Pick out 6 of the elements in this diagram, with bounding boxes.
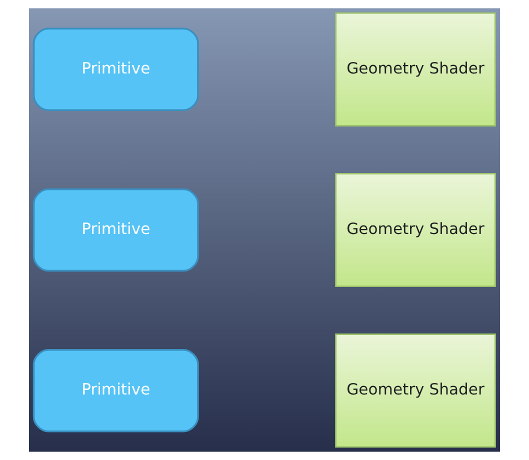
node-box: Primitive: [32, 28, 199, 112]
node-box: Primitive: [32, 188, 199, 272]
node-box: Geometry Shader: [335, 334, 496, 448]
node-box: Geometry Shader: [335, 12, 496, 126]
node-box: Geometry Shader: [335, 172, 496, 288]
node-box: Primitive: [32, 348, 199, 432]
